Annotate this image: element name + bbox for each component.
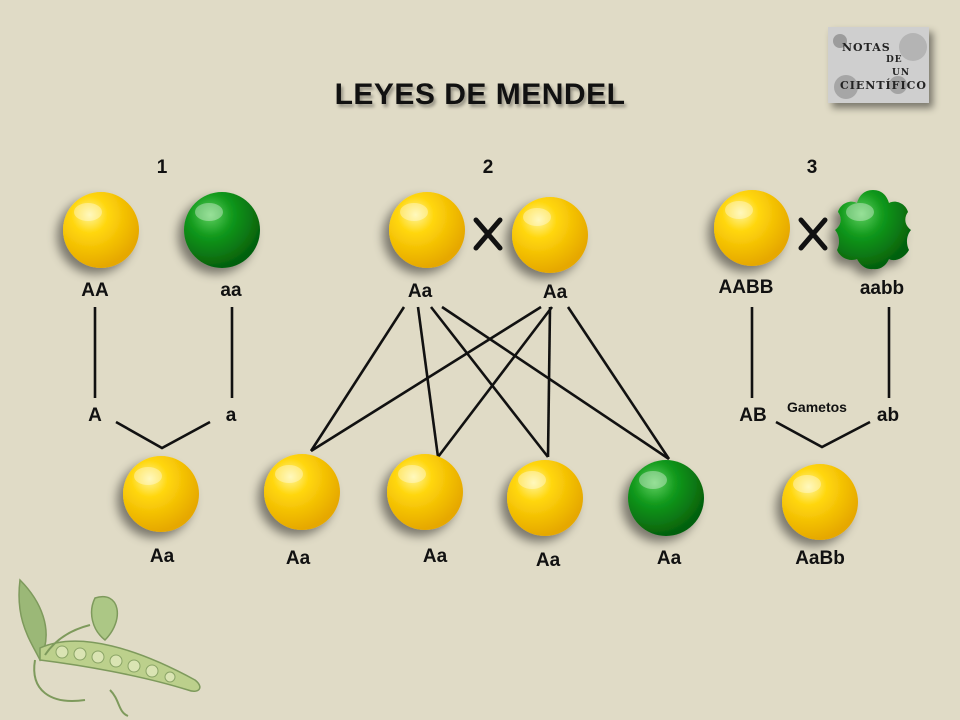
cross-line xyxy=(546,306,552,458)
logo-background-icon xyxy=(828,27,929,103)
cross-symbol-3 xyxy=(798,217,828,251)
pea-pod-illustration xyxy=(18,578,201,717)
offspring-label: Aa xyxy=(285,548,311,569)
connector-lines xyxy=(93,305,891,461)
logo-text: DE xyxy=(886,55,903,65)
cross-line xyxy=(416,306,440,458)
cross-line xyxy=(441,305,670,461)
gametes-caption: Gametos xyxy=(787,399,847,415)
wrinkled-green-pea-icon xyxy=(835,190,911,270)
yellow-pea-icon xyxy=(512,197,588,273)
logo-text: NOTAS xyxy=(842,41,891,54)
yellow-pea-icon xyxy=(63,192,139,268)
genotype-label: aa xyxy=(220,280,242,301)
yellow-pea-icon xyxy=(782,464,858,540)
genotype-label: AA xyxy=(81,280,109,301)
yellow-pea-icon xyxy=(387,454,463,530)
logo-text: CIENTÍFICO xyxy=(840,79,927,92)
notas-cientifico-logo: NOTAS DE UN CIENTÍFICO xyxy=(828,27,929,103)
section-number-1: 1 xyxy=(156,157,168,178)
green-pea-icon xyxy=(184,192,260,268)
join-line-1 xyxy=(115,420,211,450)
green-pea-icon xyxy=(628,460,704,536)
genotype-label: Aa xyxy=(542,282,568,303)
offspring-label: Aa xyxy=(535,550,561,571)
cross-line xyxy=(436,306,554,458)
page-title: LEYES DE MENDEL xyxy=(334,78,626,111)
gamete-label: a xyxy=(225,405,237,426)
offspring-label: Aa xyxy=(656,548,682,569)
section-number-2: 2 xyxy=(482,157,494,178)
genotype-label: Aa xyxy=(407,281,433,302)
yellow-pea-icon xyxy=(264,454,340,530)
gamete-label: ab xyxy=(876,405,900,426)
cross-line xyxy=(309,306,406,452)
genotype-label: AABB xyxy=(718,277,774,298)
gamete-label: AB xyxy=(739,405,767,426)
offspring-label: Aa xyxy=(149,546,175,567)
offspring-label: Aa xyxy=(422,546,448,567)
section-number-3: 3 xyxy=(806,157,818,178)
yellow-pea-icon xyxy=(507,460,583,536)
offspring-label: AaBb xyxy=(795,548,845,569)
cross-line xyxy=(566,306,671,460)
logo-text: UN xyxy=(892,68,911,78)
cross-symbol-2 xyxy=(473,217,503,251)
cross-line xyxy=(429,306,550,458)
gamete-label: A xyxy=(88,405,102,426)
join-line-3 xyxy=(775,420,871,449)
yellow-pea-icon xyxy=(389,192,465,268)
yellow-pea-icon xyxy=(123,456,199,532)
cross-line xyxy=(310,305,542,453)
yellow-pea-icon xyxy=(714,190,790,266)
genotype-label: aabb xyxy=(859,278,905,299)
